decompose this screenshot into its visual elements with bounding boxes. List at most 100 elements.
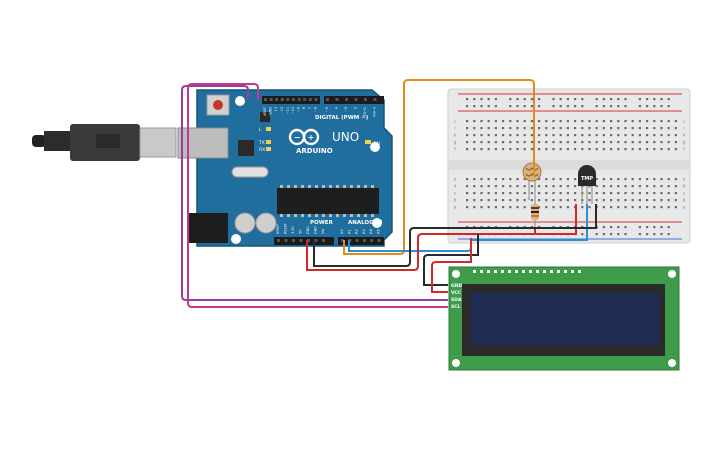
rail-hole[interactable] <box>610 233 613 236</box>
breadboard-hole[interactable] <box>588 127 591 130</box>
rail-hole[interactable] <box>610 226 613 229</box>
breadboard-hole[interactable] <box>624 148 627 151</box>
breadboard-hole[interactable] <box>574 192 577 195</box>
breadboard-hole[interactable] <box>552 120 555 123</box>
breadboard-hole[interactable] <box>646 185 649 188</box>
rail-hole[interactable] <box>660 226 663 229</box>
breadboard-hole[interactable] <box>523 120 526 123</box>
breadboard-hole[interactable] <box>653 148 656 151</box>
wires[interactable] <box>181 79 597 308</box>
rail-hole[interactable] <box>624 105 627 108</box>
breadboard-hole[interactable] <box>617 120 620 123</box>
digital-pin-socket[interactable] <box>292 98 295 101</box>
breadboard-hole[interactable] <box>466 127 469 130</box>
breadboard-hole[interactable] <box>559 206 562 209</box>
breadboard-hole[interactable] <box>530 199 533 202</box>
breadboard-hole[interactable] <box>494 134 497 137</box>
rail-hole[interactable] <box>646 98 649 101</box>
breadboard-hole[interactable] <box>574 185 577 188</box>
breadboard-hole[interactable] <box>559 199 562 202</box>
breadboard-hole[interactable] <box>638 148 641 151</box>
breadboard-hole[interactable] <box>674 134 677 137</box>
digital-pin-socket[interactable] <box>275 98 279 101</box>
breadboard-hole[interactable] <box>559 185 562 188</box>
breadboard-hole[interactable] <box>588 206 591 209</box>
rail-hole[interactable] <box>559 105 562 108</box>
breadboard-hole[interactable] <box>545 206 548 209</box>
breadboard-hole[interactable] <box>617 148 620 151</box>
breadboard-hole[interactable] <box>595 127 598 130</box>
breadboard-hole[interactable] <box>588 148 591 151</box>
breadboard-hole[interactable] <box>638 192 641 195</box>
breadboard-hole[interactable] <box>530 141 533 144</box>
breadboard-hole[interactable] <box>494 199 497 202</box>
rail-hole[interactable] <box>617 98 620 101</box>
breadboard-hole[interactable] <box>509 127 512 130</box>
breadboard-hole[interactable] <box>473 134 476 137</box>
breadboard-hole[interactable] <box>516 185 519 188</box>
breadboard-hole[interactable] <box>624 185 627 188</box>
breadboard-hole[interactable] <box>559 120 562 123</box>
breadboard-hole[interactable] <box>646 206 649 209</box>
rail-hole[interactable] <box>653 226 656 229</box>
rail-hole[interactable] <box>602 98 605 101</box>
rail-hole[interactable] <box>617 233 620 236</box>
breadboard-hole[interactable] <box>516 134 519 137</box>
rail-hole[interactable] <box>552 105 555 108</box>
breadboard-hole[interactable] <box>653 134 656 137</box>
breadboard-hole[interactable] <box>545 134 548 137</box>
breadboard-hole[interactable] <box>660 141 663 144</box>
digital-pin-socket[interactable] <box>286 98 290 101</box>
digital-pin-row[interactable] <box>264 98 377 101</box>
breadboard-hole[interactable] <box>487 178 490 181</box>
breadboard-hole[interactable] <box>509 134 512 137</box>
breadboard-hole[interactable] <box>509 141 512 144</box>
breadboard-hole[interactable] <box>617 127 620 130</box>
breadboard-hole[interactable] <box>509 148 512 151</box>
breadboard-hole[interactable] <box>602 127 605 130</box>
breadboard-hole[interactable] <box>595 178 598 181</box>
wire-black-lcd-gnd[interactable] <box>423 234 479 286</box>
breadboard-hole[interactable] <box>487 199 490 202</box>
rail-hole[interactable] <box>530 98 533 101</box>
digital-pin-socket[interactable] <box>373 98 377 101</box>
breadboard-hole[interactable] <box>667 199 670 202</box>
rail-hole[interactable] <box>581 98 584 101</box>
power-pin-socket[interactable] <box>292 239 295 242</box>
breadboard-hole[interactable] <box>538 134 541 137</box>
breadboard-hole[interactable] <box>660 185 663 188</box>
breadboard-hole[interactable] <box>552 206 555 209</box>
breadboard-hole[interactable] <box>595 141 598 144</box>
breadboard-hole[interactable] <box>552 178 555 181</box>
breadboard-hole[interactable] <box>638 127 641 130</box>
breadboard-hole[interactable] <box>466 141 469 144</box>
breadboard-hole[interactable] <box>466 134 469 137</box>
breadboard-hole[interactable] <box>646 134 649 137</box>
breadboard-hole[interactable] <box>466 199 469 202</box>
breadboard-hole[interactable] <box>674 178 677 181</box>
breadboard-hole[interactable] <box>552 185 555 188</box>
breadboard-hole[interactable] <box>538 199 541 202</box>
rail-hole[interactable] <box>480 105 483 108</box>
breadboard-hole[interactable] <box>516 199 519 202</box>
breadboard-hole[interactable] <box>466 206 469 209</box>
breadboard-hole[interactable] <box>631 148 634 151</box>
breadboard-hole[interactable] <box>502 134 505 137</box>
breadboard-hole[interactable] <box>502 192 505 195</box>
breadboard-hole[interactable] <box>624 134 627 137</box>
rail-hole[interactable] <box>667 233 670 236</box>
breadboard-hole[interactable] <box>595 120 598 123</box>
breadboard-hole[interactable] <box>473 185 476 188</box>
breadboard-hole[interactable] <box>516 178 519 181</box>
breadboard-hole[interactable] <box>588 185 591 188</box>
tmp-temperature-sensor[interactable]: TMP <box>578 165 596 204</box>
breadboard-hole[interactable] <box>538 141 541 144</box>
breadboard-hole[interactable] <box>480 141 483 144</box>
breadboard-hole[interactable] <box>566 148 569 151</box>
breadboard-hole[interactable] <box>502 185 505 188</box>
breadboard-hole[interactable] <box>602 148 605 151</box>
breadboard-hole[interactable] <box>674 185 677 188</box>
breadboard-hole[interactable] <box>545 127 548 130</box>
breadboard-hole[interactable] <box>530 127 533 130</box>
breadboard-hole[interactable] <box>610 120 613 123</box>
